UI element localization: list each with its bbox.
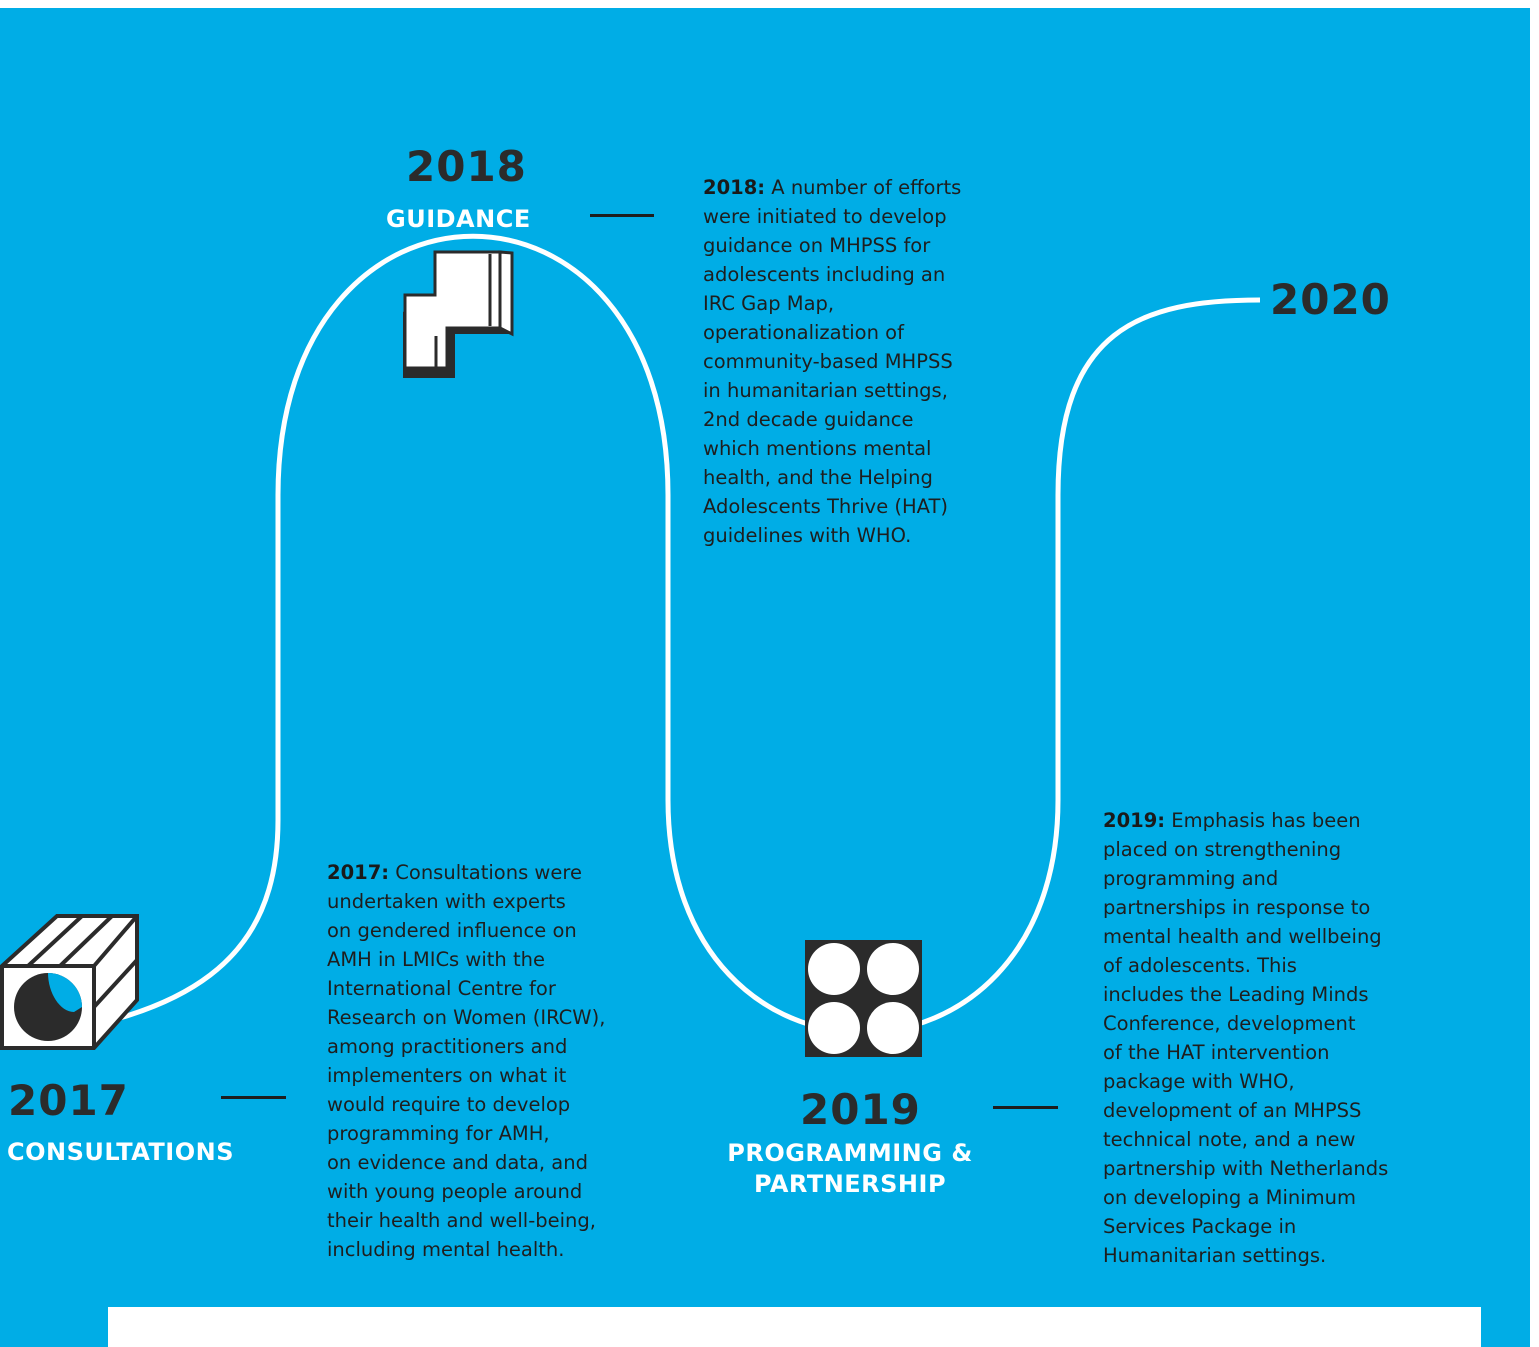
connector-line	[993, 1106, 1058, 1109]
connector-line	[221, 1096, 286, 1099]
description-2017: 2017: Consultations were undertaken with…	[327, 858, 657, 1264]
description-lead: 2018:	[703, 176, 766, 199]
description-lead: 2019:	[1103, 809, 1166, 832]
bottom-band	[108, 1307, 1481, 1347]
year-2020: 2020	[1270, 275, 1391, 324]
year-2018: 2018	[406, 142, 527, 191]
timeline-path	[0, 233, 1261, 1043]
four-circles-icon	[805, 940, 922, 1057]
cube-with-circle-icon	[0, 914, 139, 1050]
stepped-block-icon	[403, 250, 514, 378]
timeline-panel	[0, 8, 1530, 1347]
year-2019: 2019	[800, 1085, 921, 1134]
stage-label-consultations: CONSULTATIONS	[7, 1138, 234, 1166]
year-2017: 2017	[8, 1076, 129, 1125]
description-2019: 2019: Emphasis has been placed on streng…	[1103, 806, 1473, 1270]
description-body: A number of efforts were initiated to de…	[703, 176, 962, 547]
connector-line	[590, 214, 654, 217]
stage-label-programming-partnership: PROGRAMMING & PARTNERSHIP	[727, 1139, 973, 1198]
description-lead: 2017:	[327, 861, 390, 884]
description-2018: 2018: A number of efforts were initiated…	[703, 173, 1023, 550]
description-body: Emphasis has been placed on strengthenin…	[1103, 809, 1389, 1267]
description-body: Consultations were undertaken with exper…	[327, 861, 606, 1261]
stage-label-guidance: GUIDANCE	[386, 205, 531, 233]
